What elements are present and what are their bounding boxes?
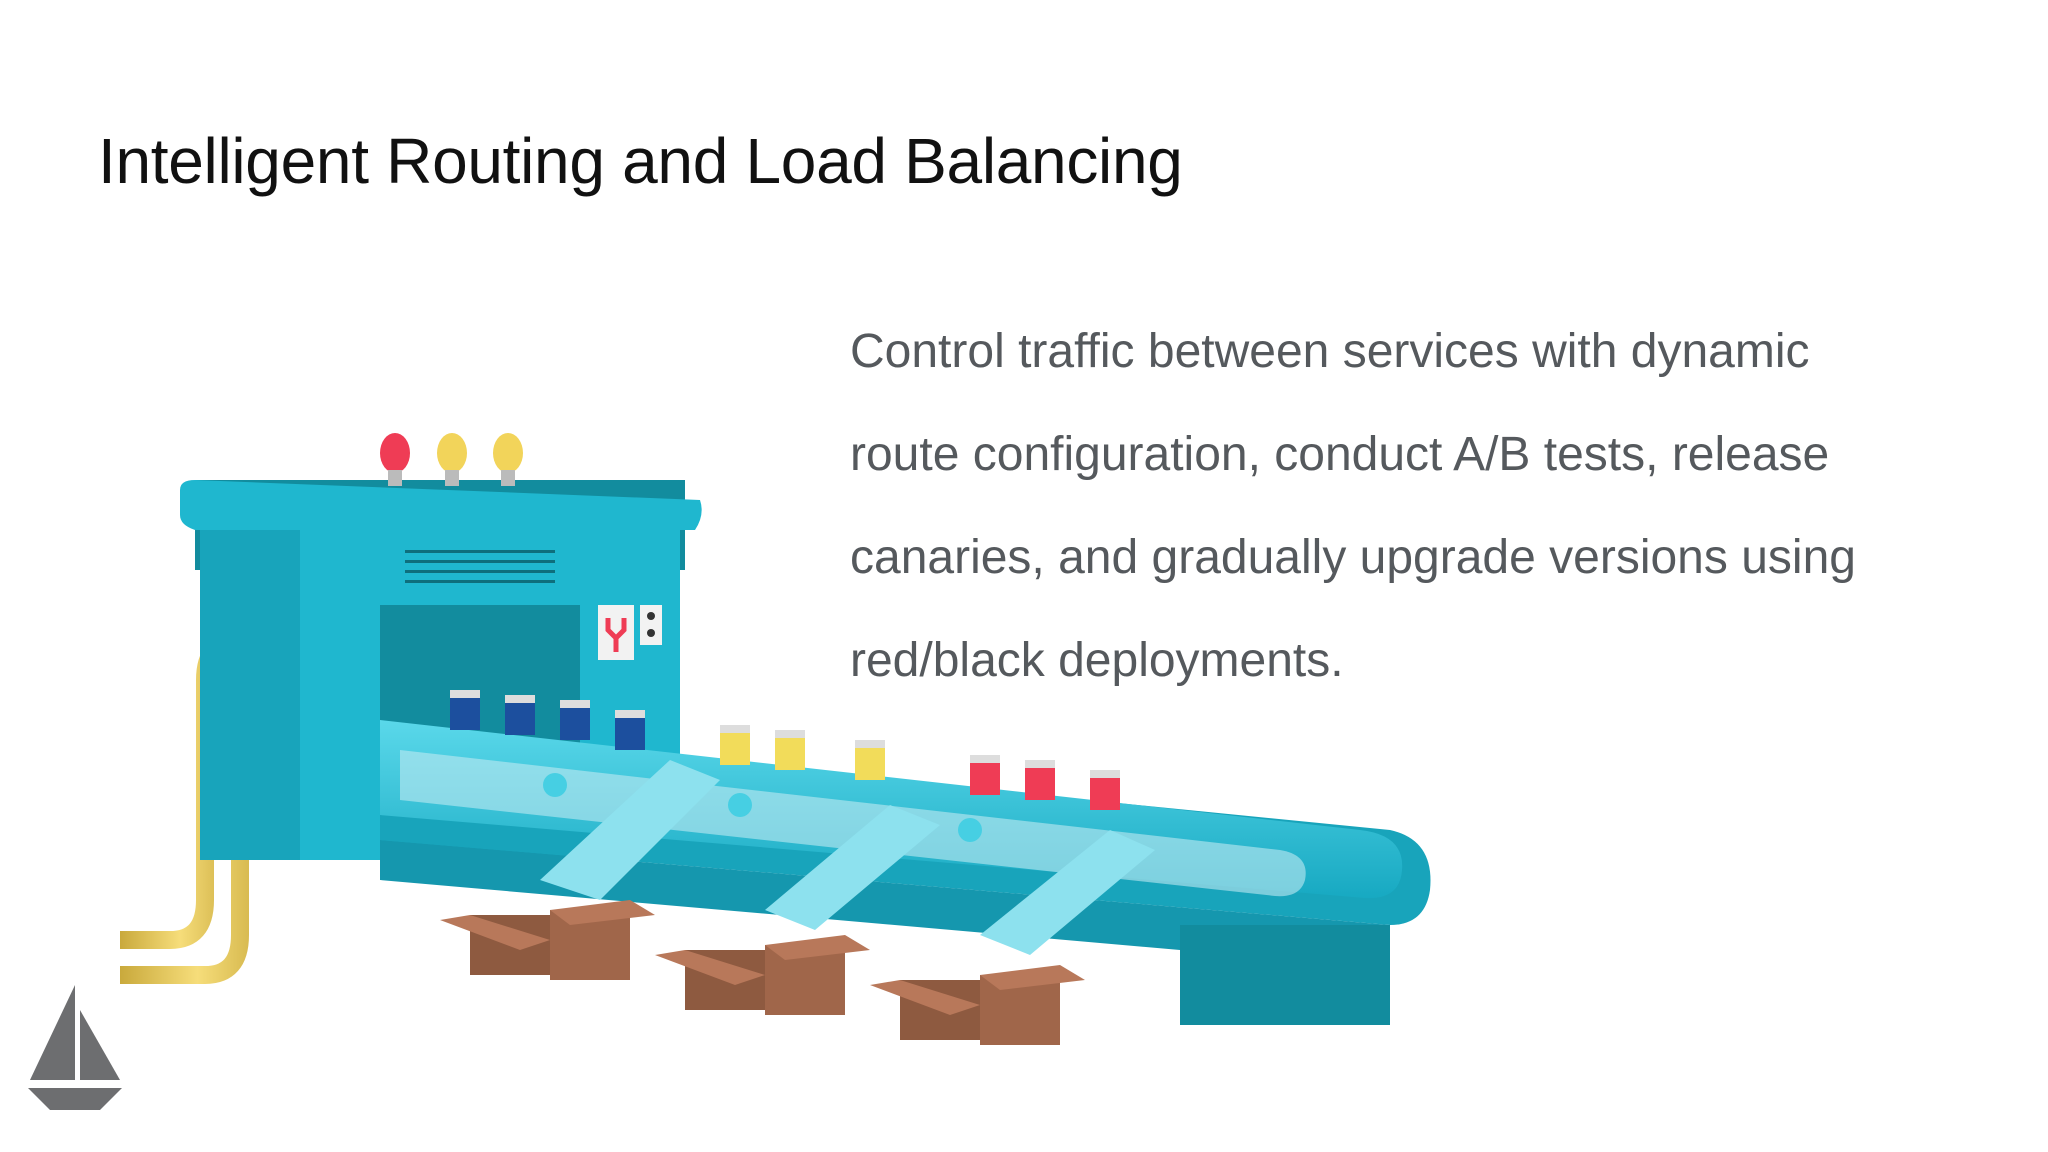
control-panel-icon [598, 605, 662, 660]
conveyor-belt [380, 720, 1431, 1025]
box-icon [440, 900, 1085, 1045]
can-icon [450, 690, 1120, 810]
sailboat-logo-icon [28, 985, 122, 1110]
chute [540, 760, 1155, 955]
conveyor-machine-illustration [120, 433, 1431, 1045]
slide-title: Intelligent Routing and Load Balancing [98, 125, 1183, 197]
body-line: red/black deployments. [850, 634, 1344, 687]
body-line: Control traffic between services with dy… [850, 325, 1810, 378]
slide-body: Control traffic between services with dy… [850, 300, 2000, 712]
body-line: canaries, and gradually upgrade versions… [850, 531, 1856, 584]
light-bulb-icon [380, 433, 523, 486]
body-line: route configuration, conduct A/B tests, … [850, 428, 1830, 481]
